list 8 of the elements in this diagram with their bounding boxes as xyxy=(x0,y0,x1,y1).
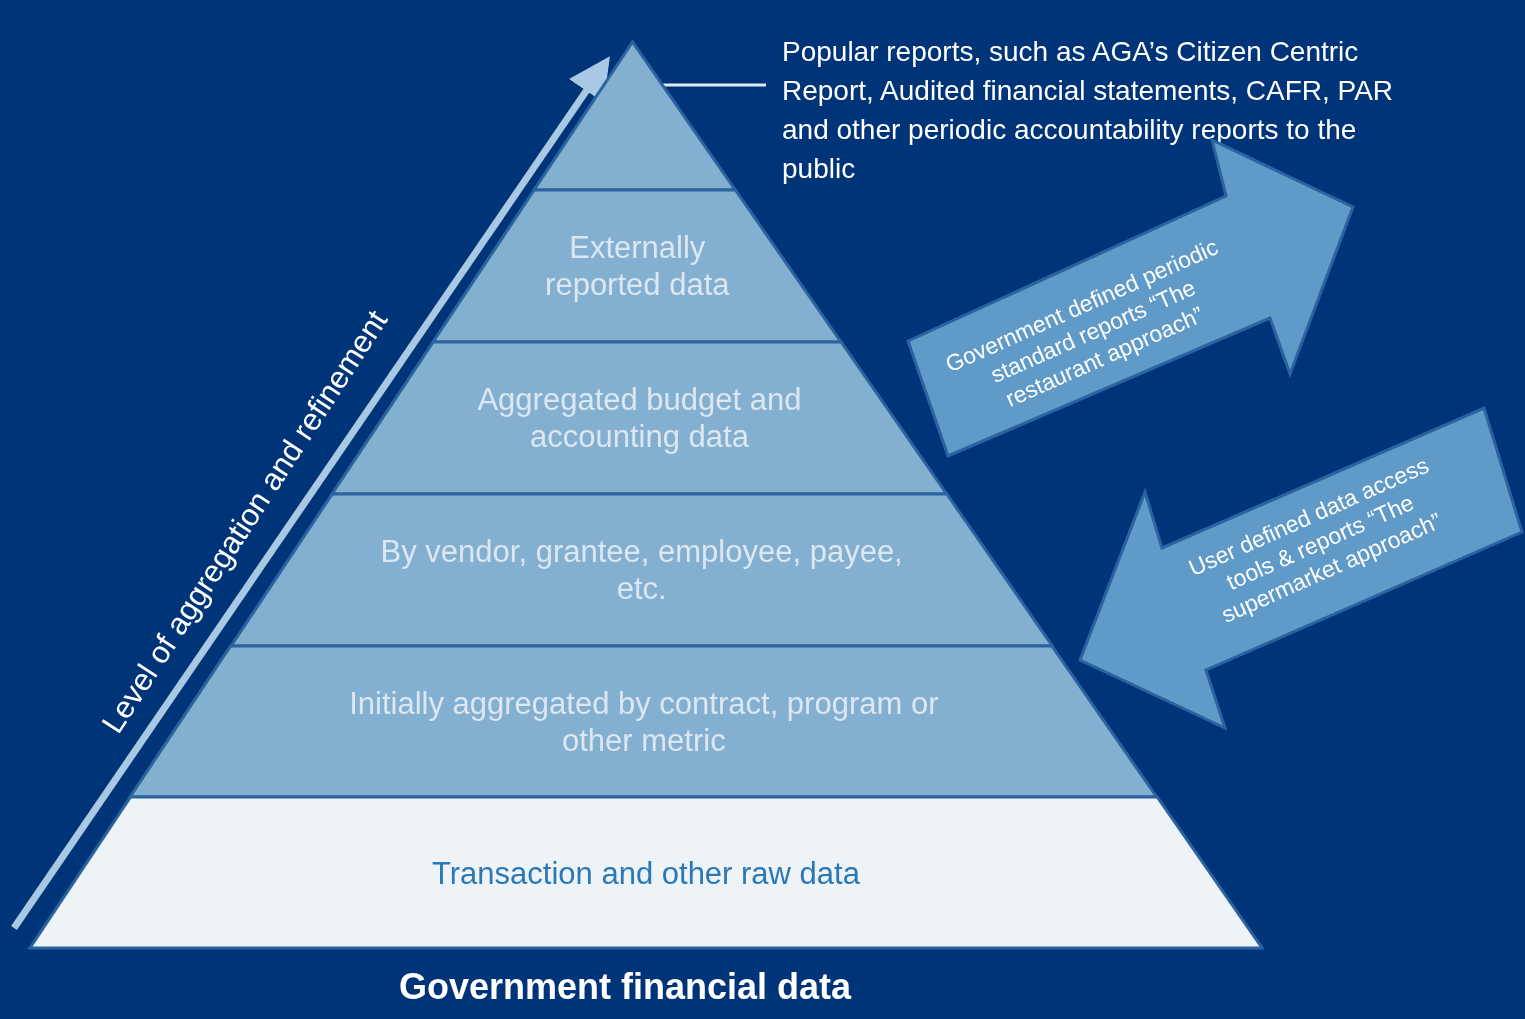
tier-label: By vendor, grantee, employee, payee, etc. xyxy=(379,533,904,607)
callout-text: Popular reports, such as AGA’s Citizen Centric Report, Audited financial statements, CAFR, PAR and other periodic accountability reports to the public xyxy=(782,32,1412,188)
tier-label: Transaction and other raw data xyxy=(431,854,861,891)
leader-line xyxy=(662,83,766,87)
caption: Government financial data xyxy=(398,966,852,1008)
tier-label: Initially aggregated by contract, program or other metric xyxy=(348,684,940,759)
tier-label: Externally reported data xyxy=(544,229,731,303)
tier-label: Aggregated budget and accounting data xyxy=(476,381,803,455)
